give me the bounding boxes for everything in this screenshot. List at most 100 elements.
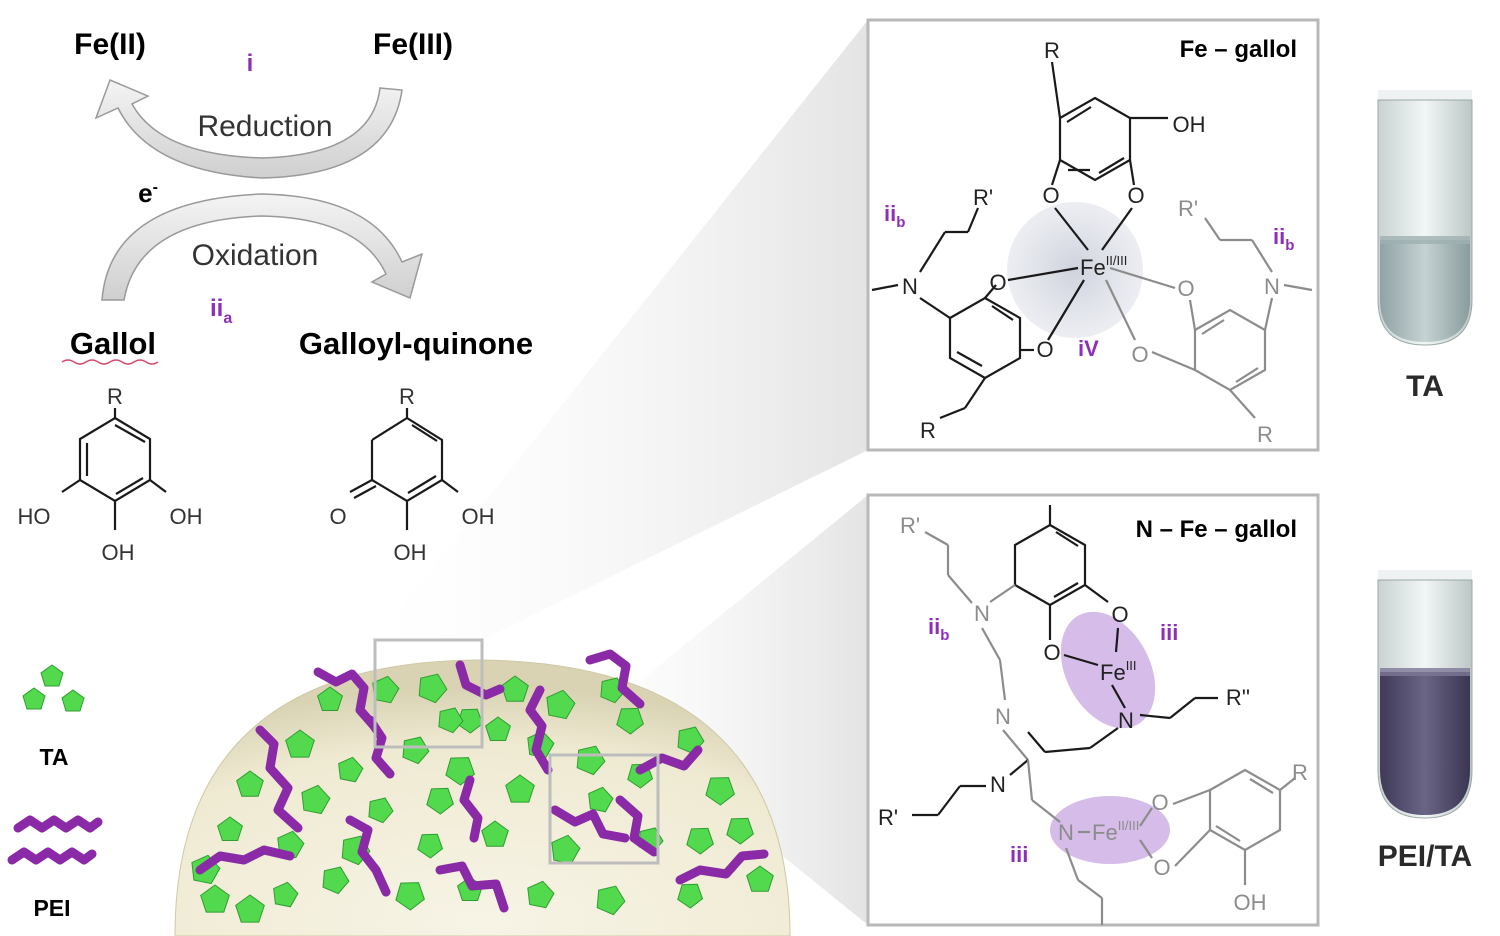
pei-strand [255,725,303,833]
reduction-arrow [94,79,403,179]
pei-strand [195,845,295,875]
pei-strand [635,745,703,775]
pei-strand [313,667,379,731]
label-iia: iia [210,295,232,327]
gallol-oh-right: OH [170,504,203,529]
ta-molecule [200,884,230,913]
zoom-cone-top [375,20,868,640]
pb-rprime-top: R' [900,513,920,538]
redox-cycle: Fe(II) Fe(III) i Reduction e- Oxidation … [61,28,533,365]
ta-molecule [285,729,315,758]
ta-molecule [395,882,425,911]
ta-molecule [746,865,774,892]
ta-molecule [338,756,364,783]
pt-o6: O [1131,342,1148,367]
pei-strand [615,795,659,857]
ta-molecule [236,770,264,797]
pb-r-right: R [1292,760,1308,785]
ta-molecule [576,745,606,776]
legend-ta-icon [22,664,85,712]
pei-strand [455,660,505,700]
nanoparticle-sphere [174,638,791,936]
gallol-title: Gallol [70,326,156,361]
pt-rprime-right: R' [1178,196,1198,221]
pb-n-middle: N [995,704,1011,729]
reduction-label: Reduction [197,110,332,143]
quinone-oh-bottom: OH [394,540,427,565]
pt-r-top: R [1044,38,1060,63]
pb-iii-top: iii [1160,620,1178,645]
pt-o5: O [1177,276,1194,301]
pb-iii-bottom: iii [1010,842,1028,867]
pei-strand [550,805,630,843]
legend-pei-icon [7,815,103,865]
ta-molecule [417,833,444,859]
ta-molecule [501,675,529,702]
pt-oh: OH [1173,112,1206,137]
label-i: i [247,50,254,77]
pt-o1: O [1042,183,1059,208]
pb-n-center: N [1118,708,1134,733]
panel-bottom-title: N – Fe – gallol [1136,516,1297,543]
ta-molecule [677,883,704,909]
ta-molecule [485,716,511,741]
ta-molecule [322,866,350,895]
pei-strand [525,685,553,775]
gallol-ho: HO [18,504,51,529]
ta-molecule [235,894,265,923]
pb-fe3: FeIII [1100,658,1137,685]
panel-fe-gallol: Fe – gallol R OH O O FeII/III O O R [866,18,1320,452]
ta-molecule [527,880,555,909]
pb-r-dprime: R'' [1226,685,1250,710]
quinone-oh-right: OH [462,504,495,529]
pb-rprime-left: R' [878,805,898,830]
quinone-r: R [399,384,415,409]
pei-strand [459,775,483,843]
ta-molecule [505,774,535,803]
ta-molecule [596,885,626,916]
ta-molecule [546,689,576,720]
ta-molecule [726,817,754,845]
pt-n-left: N [902,274,918,299]
zoom-cone-bottom [550,495,868,925]
legend: TA PEI [7,664,103,921]
pt-iib-left: iib [884,201,905,231]
pt-r-bottom-left: R [920,418,936,443]
ta-molecule [588,786,614,813]
ta-molecule [438,707,464,734]
fe-halo-lower [1050,796,1170,864]
vial-pei-ta-label: PEI/TA [1378,840,1472,873]
pt-fe: FeII/III [1080,253,1127,280]
ta-molecule [705,777,735,806]
pei-strand [435,861,509,913]
gallol-r: R [107,384,123,409]
vial-ta: TA [1377,90,1473,403]
gallol-structure: R HO OH OH [18,384,203,565]
vial-ta-label: TA [1406,370,1444,403]
ta-molecule [616,707,644,735]
pei-strand [675,849,769,885]
pb-fe23: FeII/III [1092,818,1139,845]
pb-o4: O [1153,855,1170,880]
oxidation-label: Oxidation [192,239,319,272]
pei-strand [345,815,391,897]
pt-o4: O [1036,337,1053,362]
fe3-label: Fe(III) [373,28,453,61]
pt-iib-right: iib [1273,224,1294,254]
ta-molecule [368,797,394,824]
pb-o1: O [1111,602,1128,627]
vial-pei-ta: PEI/TA [1377,570,1473,873]
legend-pei-label: PEI [33,895,70,921]
pt-rprime-left: R' [973,185,993,210]
fe-halo-upper [1060,611,1156,729]
zoom-box-top [373,638,484,749]
pt-n-right: N [1264,274,1280,299]
pb-oh: OH [1234,890,1267,915]
ta-molecule [217,816,243,841]
pb-n-left: N [990,772,1006,797]
galloyl-quinone-title: Galloyl-quinone [299,326,533,361]
pb-o3: O [1151,790,1168,815]
pb-n-lower: N [1058,820,1074,845]
ta-molecule [418,673,448,704]
pt-o2: O [1127,183,1144,208]
